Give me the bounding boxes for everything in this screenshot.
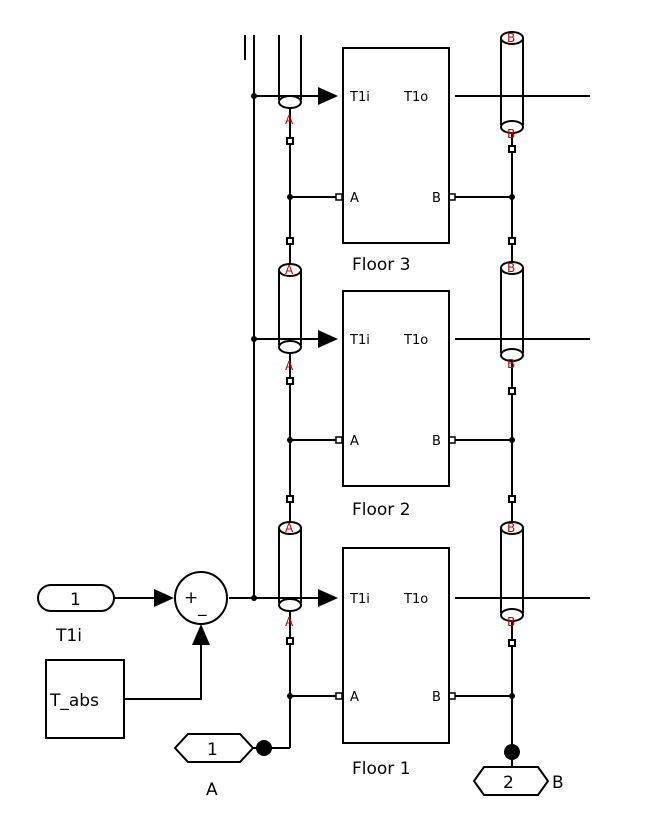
svg-text:A: A xyxy=(285,263,294,277)
sum-block[interactable]: + _ xyxy=(174,571,228,625)
floor-1-in-port: T1i xyxy=(349,592,370,607)
svg-text:B: B xyxy=(507,615,515,629)
a-junctions xyxy=(287,193,343,700)
pipe-tags: A A A A A B B B B B B xyxy=(285,31,515,629)
floor-2-block[interactable]: T1i T1o A B Floor 2 xyxy=(342,290,450,520)
svg-text:A: A xyxy=(285,615,294,629)
connection-b-label: B xyxy=(552,773,564,793)
floor-1-b-port: B xyxy=(432,690,441,705)
left-pipes xyxy=(278,35,302,748)
t1o-output-wires xyxy=(455,95,590,599)
b-wires xyxy=(455,196,512,697)
svg-text:B: B xyxy=(507,261,515,275)
floor-3-label: Floor 3 xyxy=(352,255,411,275)
svg-text:B: B xyxy=(507,31,515,45)
connection-a-label: A xyxy=(206,780,218,800)
floor-2-a-port: A xyxy=(350,434,359,449)
a-output-dot xyxy=(256,740,272,756)
sum-minus-sign: _ xyxy=(197,597,207,617)
svg-text:A: A xyxy=(285,359,294,373)
t1i-branches xyxy=(229,87,338,607)
floor-3-b-port: B xyxy=(432,191,441,206)
svg-text:A: A xyxy=(285,521,294,535)
svg-text:A: A xyxy=(285,113,294,127)
floor-2-b-port: B xyxy=(432,434,441,449)
t-abs-wire xyxy=(124,640,202,700)
svg-text:B: B xyxy=(507,357,515,371)
inport-block[interactable]: 1 T1i xyxy=(37,584,115,646)
connection-port-b[interactable]: 2 B xyxy=(472,766,564,796)
floor-1-label: Floor 1 xyxy=(352,759,411,779)
floor-1-out-port: T1o xyxy=(403,592,428,607)
inport-label: T1i xyxy=(55,626,82,646)
svg-text:B: B xyxy=(507,127,515,141)
right-pipes xyxy=(500,31,524,752)
inport-number: 1 xyxy=(70,590,81,610)
t-abs-label: T_abs xyxy=(49,691,99,711)
connection-b-number: 2 xyxy=(503,773,514,793)
floor-2-label: Floor 2 xyxy=(352,500,411,520)
b-junctions xyxy=(448,193,515,700)
floor-1-a-port: A xyxy=(350,690,359,705)
floor-3-block[interactable]: T1i T1o A B Floor 3 xyxy=(342,47,450,275)
t-abs-block[interactable]: T_abs xyxy=(45,659,125,739)
floor-1-block[interactable]: T1i T1o A B Floor 1 xyxy=(342,547,450,779)
svg-text:B: B xyxy=(507,521,515,535)
connection-a-number: 1 xyxy=(207,740,218,760)
floor-3-in-port: T1i xyxy=(349,90,370,105)
floor-3-a-port: A xyxy=(350,191,359,206)
a-wires xyxy=(290,196,336,697)
connection-port-a[interactable]: 1 A xyxy=(173,733,255,800)
floor-2-in-port: T1i xyxy=(349,333,370,348)
floor-3-out-port: T1o xyxy=(403,90,428,105)
sum-plus-sign: + xyxy=(184,588,198,608)
floor-2-out-port: T1o xyxy=(403,333,428,348)
